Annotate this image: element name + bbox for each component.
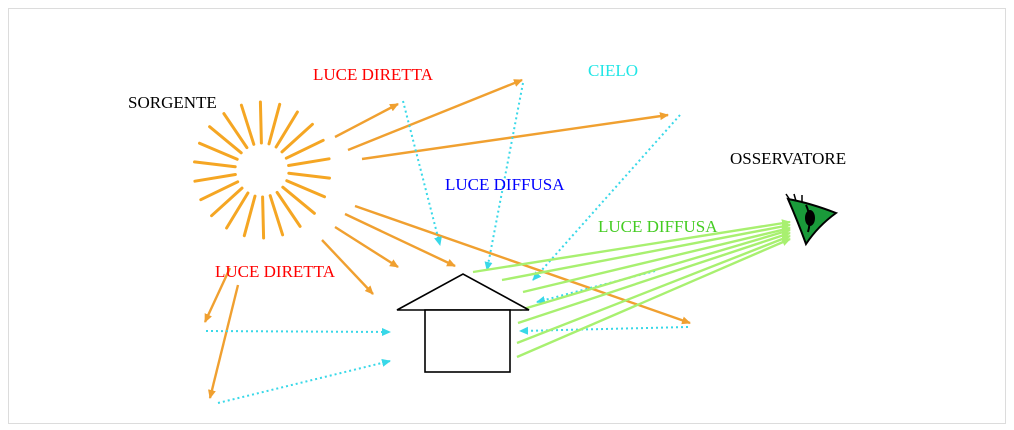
sun-ray (287, 157, 331, 167)
reflected-ray (516, 237, 791, 359)
reflected-diffuse-rays (472, 219, 791, 359)
sun-ray (281, 185, 316, 215)
house-body (424, 309, 511, 373)
sun-ray (261, 195, 266, 240)
label-direct-light-top: LUCE DIRETTA (313, 65, 434, 84)
sky-ray (217, 359, 391, 404)
direct-ray (203, 267, 232, 323)
direct-ray (208, 284, 240, 399)
sun-ray (274, 110, 299, 149)
sky-ray (519, 326, 689, 335)
sky-ray (484, 82, 524, 271)
house-icon (396, 273, 530, 373)
sun-ray (285, 179, 326, 199)
sky-ray (205, 327, 391, 336)
label-source: SORGENTE (128, 93, 217, 112)
sun-ray (222, 112, 249, 150)
direct-ray (361, 112, 669, 161)
sun-ray (275, 190, 302, 228)
sun-ray (242, 194, 257, 238)
reflected-ray (517, 231, 791, 325)
label-observer: OSSERVATORE (730, 149, 846, 168)
sun-ray (198, 141, 239, 161)
label-sky: CIELO (588, 61, 638, 80)
sun-ray (210, 186, 244, 218)
sun-ray (225, 191, 250, 230)
sun-ray (208, 125, 243, 155)
sky-ray (402, 100, 442, 246)
sun-ray (280, 122, 314, 154)
sun-ray (258, 100, 263, 145)
direct-ray (347, 78, 523, 152)
sun-ray (193, 160, 237, 169)
direct-ray (334, 102, 399, 139)
eye-icon (785, 193, 839, 247)
reflected-ray (472, 219, 791, 274)
direct-ray (344, 212, 456, 268)
label-direct-light-bottom: LUCE DIRETTA (215, 262, 336, 281)
sun-icon (193, 100, 331, 240)
direct-ray (334, 225, 399, 269)
sun-ray (193, 173, 237, 183)
sun-ray (287, 171, 331, 180)
sun-ray (199, 180, 240, 202)
reflected-ray (516, 234, 791, 345)
reflected-ray (522, 225, 791, 294)
label-diffuse-light-green: LUCE DIFFUSA (598, 217, 718, 236)
direct-light-rays (203, 78, 691, 399)
direct-ray (321, 239, 374, 295)
reflected-ray (519, 228, 791, 312)
reflected-ray (501, 222, 791, 282)
sun-ray (268, 194, 285, 237)
sun-ray (284, 138, 325, 160)
label-diffuse-light-blue: LUCE DIFFUSA (445, 175, 565, 194)
sun-ray (267, 102, 282, 146)
sky-ray (532, 114, 681, 281)
sun-ray (239, 103, 256, 146)
